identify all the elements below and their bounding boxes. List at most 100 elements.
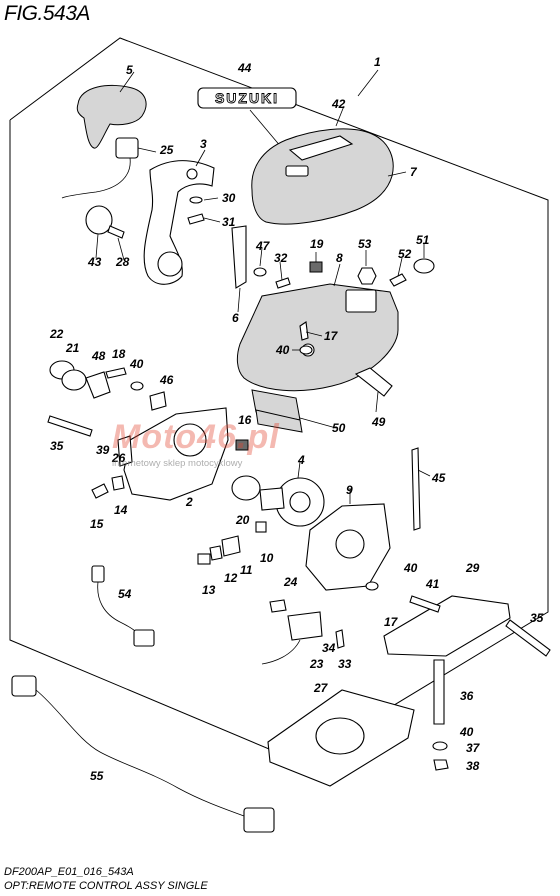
harness-55-wire (35, 689, 245, 817)
callout-19: 19 (310, 237, 324, 251)
connector-54-top (91, 565, 105, 583)
sensor-23 (287, 611, 323, 641)
screw-32 (275, 277, 291, 289)
callout-27: 27 (313, 681, 329, 695)
callout-36: 36 (460, 689, 474, 703)
control-body (123, 407, 229, 501)
connector-55-right (243, 807, 275, 833)
spring-46 (149, 391, 167, 411)
callout-45: 45 (431, 471, 446, 485)
gear-hub (289, 491, 311, 513)
rod-49 (354, 367, 393, 397)
callout-44: 44 (237, 61, 252, 75)
nut-53 (357, 267, 377, 285)
callout-55: 55 (90, 769, 104, 783)
callout-numbers: 1 2 3 4 5 6 7 8 9 10 11 12 13 14 15 16 1… (49, 55, 544, 783)
lever-hub (157, 251, 183, 277)
cap-14 (111, 475, 125, 491)
bolt-18 (105, 367, 127, 379)
bracket-29 (383, 595, 511, 657)
callout-20: 20 (235, 513, 250, 527)
callout-30: 30 (222, 191, 236, 205)
callout-29: 29 (465, 561, 480, 575)
callout-6: 6 (232, 311, 239, 325)
callout-43: 43 (87, 255, 102, 269)
callout-5: 5 (126, 63, 133, 77)
screw-17-top (299, 321, 309, 341)
callout-34: 34 (322, 641, 336, 655)
callout-41: 41 (425, 577, 440, 591)
leader-lines (95, 69, 431, 504)
callout-37: 37 (466, 741, 481, 755)
figure-title: FIG.543A (4, 2, 90, 25)
callout-42: 42 (331, 97, 346, 111)
callout-3: 3 (200, 137, 207, 151)
brand-label-text: SUZUKI (215, 90, 279, 106)
o-ring (85, 205, 113, 235)
switch-bore (335, 529, 365, 559)
callout-32: 32 (274, 251, 288, 265)
spring-11 (221, 535, 241, 557)
callout-14: 14 (114, 503, 128, 517)
callout-11: 11 (240, 563, 253, 577)
nut-38 (433, 759, 449, 771)
callout-15: 15 (90, 517, 104, 531)
plug-16 (235, 439, 249, 451)
callout-31: 31 (222, 215, 236, 229)
callout-26: 26 (111, 451, 126, 465)
callout-4: 4 (297, 453, 305, 467)
callout-40b: 40 (129, 357, 144, 371)
bolt-36 (433, 659, 445, 725)
callout-21: 21 (65, 341, 80, 355)
base-boss-a (345, 289, 377, 313)
footer-code: DF200AP_E01_016_543A (4, 866, 134, 878)
callout-17: 17 (324, 329, 339, 343)
brand-label-plate (197, 87, 297, 109)
callout-50: 50 (332, 421, 346, 435)
callout-17b: 17 (384, 615, 399, 629)
body-bore (173, 423, 207, 457)
callout-16: 16 (238, 413, 252, 427)
callout-54: 54 (118, 587, 132, 601)
callout-13: 13 (202, 583, 216, 597)
bolt-31 (187, 213, 205, 225)
spacer-50b (255, 409, 303, 433)
callout-24: 24 (283, 575, 298, 589)
callout-35b: 35 (530, 611, 544, 625)
callout-22: 22 (49, 327, 64, 341)
clip-19 (309, 261, 323, 273)
callout-52: 52 (398, 247, 412, 261)
callout-51: 51 (416, 233, 430, 247)
callout-28: 28 (115, 255, 130, 269)
collar-20 (231, 475, 261, 501)
bracket-6 (231, 225, 247, 289)
screw-28 (107, 225, 125, 239)
callout-12: 12 (224, 571, 238, 585)
callout-48: 48 (91, 349, 106, 363)
bolt-35-right (505, 619, 551, 657)
bolt-35-left (47, 415, 93, 437)
washer-37 (432, 741, 448, 751)
washer-30 (189, 196, 203, 204)
callout-38: 38 (466, 759, 480, 773)
callout-1: 1 (374, 55, 381, 69)
washer-47 (253, 267, 267, 277)
ring-21 (61, 369, 87, 391)
callout-10: 10 (260, 551, 274, 565)
callout-47: 47 (255, 239, 271, 253)
connector-54-bottom (133, 629, 155, 647)
callout-46: 46 (159, 373, 174, 387)
callout-39: 39 (96, 443, 110, 457)
callout-2: 2 (185, 495, 193, 509)
handle-grip (76, 84, 147, 149)
shift-gate (288, 135, 354, 161)
gasket-hole (315, 717, 365, 755)
callout-8: 8 (336, 251, 343, 265)
connector-55-left (11, 675, 37, 697)
callout-33: 33 (338, 657, 352, 671)
callout-49: 49 (371, 415, 386, 429)
sensor-wire (261, 639, 301, 665)
nut-13 (197, 553, 211, 565)
washer-40-right (365, 581, 379, 591)
